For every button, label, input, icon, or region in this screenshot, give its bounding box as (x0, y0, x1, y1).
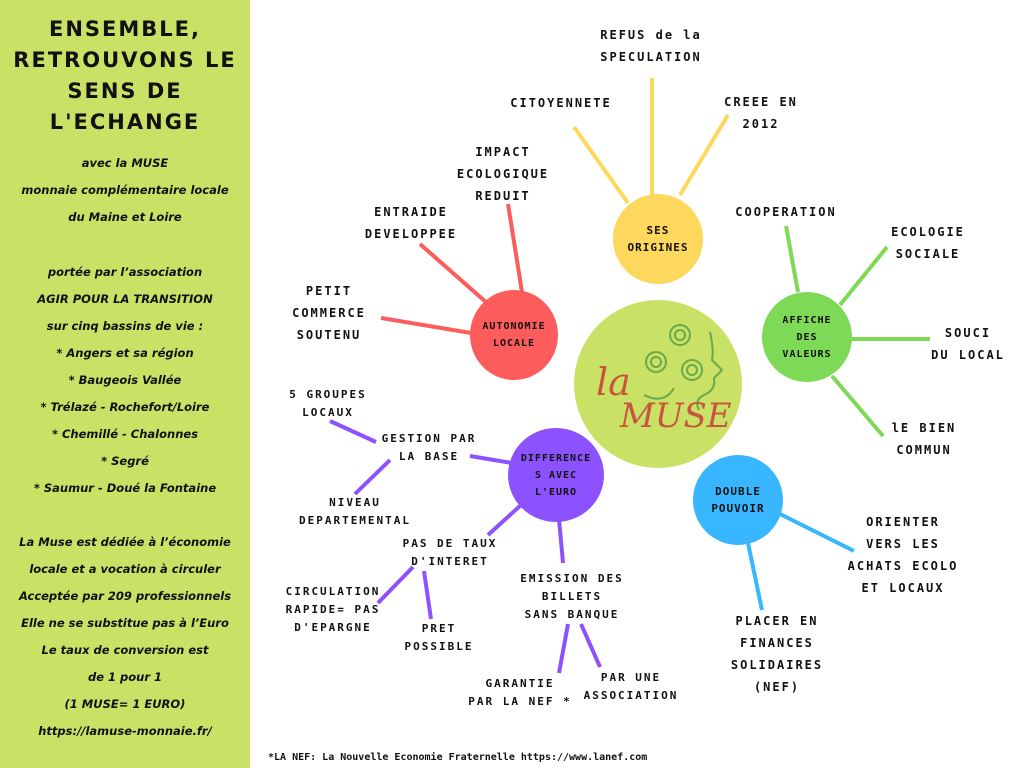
sidebar-line: * Segré (101, 454, 149, 468)
label-orienter-achats: ORIENTER VERS LES ACHATS ECOLO ET LOCAUX (847, 515, 959, 595)
node-ses-origines[interactable]: SES ORIGINES (613, 194, 703, 284)
label-niveau-departemental: NIVEAU DEPARTEMENTAL (298, 496, 412, 527)
logo-muse-text: MUSE (620, 396, 732, 436)
sidebar-line: La Muse est dédiée à l’économie (19, 535, 231, 549)
node-differences-avec-euro[interactable]: DIFFERENCE S AVEC L'EURO (508, 428, 604, 522)
label-gestion-base: GESTION PAR LA BASE (381, 432, 477, 463)
sidebar-line: AGIR POUR LA TRANSITION (37, 292, 213, 306)
sidebar-line: * Baugeois Vallée (68, 373, 182, 387)
sidebar-line: * Saumur - Doué la Fontaine (33, 481, 217, 495)
footnote-nef: *LA NEF: La Nouvelle Economie Fraternell… (268, 752, 648, 763)
logo-la-text: la (596, 360, 631, 404)
node-double-pouvoir[interactable]: DOUBLE POUVOIR (693, 455, 783, 545)
sidebar-line: avec la MUSE (81, 156, 169, 170)
poster-title: ENSEMBLE, RETROUVONS LE SENS DE L'ECHANG… (13, 17, 237, 134)
sidebar-line: monnaie complémentaire locale (21, 183, 229, 197)
sidebar-line: (1 MUSE= 1 EURO) (64, 697, 186, 711)
node-autonomie-locale[interactable]: AUTONOMIE LOCALE (470, 290, 558, 380)
sidebar-line: Acceptée par 209 professionnels (18, 589, 232, 603)
sidebar-line: * Angers et sa région (56, 346, 194, 360)
label-5-groupes: 5 GROUPES LOCAUX (289, 388, 367, 419)
label-citoyennete: CITOYENNETE (510, 96, 612, 110)
label-cooperation: COOPERATION (735, 205, 837, 219)
sidebar-line: * Chemillé - Chalonnes (51, 427, 199, 441)
label-pas-taux-interet: PAS DE TAUX D'INTERET (402, 537, 498, 568)
label-impact-ecologique: IMPACT ECOLOGIQUE REDUIT (456, 145, 550, 203)
sidebar-line: Elle ne se substitue pas à l’Euro (21, 616, 229, 630)
label-garantie-nef: GARANTIE PAR LA NEF * (468, 677, 572, 708)
label-souci-local: SOUCI DU LOCAL (931, 326, 1005, 362)
label-petit-commerce: PETIT COMMERCE SOUTENU (292, 284, 366, 342)
spiral-face-icon (643, 324, 724, 411)
label-bien-commun: lE BIEN COMMUN (891, 421, 957, 457)
sidebar-line: de 1 pour 1 (87, 670, 163, 684)
sidebar-line: Le taux de conversion est (41, 643, 209, 657)
la-muse-logo: la MUSE (574, 300, 742, 468)
sidebar-line: sur cinq bassins de vie : (46, 319, 204, 333)
label-par-association: PAR UNE ASSOCIATION (583, 671, 679, 702)
label-entraide: ENTRAIDE DEVELOPPEE (364, 205, 458, 241)
label-creee-2012: CREEE EN 2012 (724, 95, 798, 131)
sidebar-line: locale et a vocation à circuler (29, 562, 221, 576)
label-refus-speculation: REFUS de la SPECULATION (600, 28, 702, 64)
label-placer-finances: PLACER EN FINANCES SOLIDAIRES (NEF) (730, 614, 824, 694)
website-link[interactable]: https://lamuse-monnaie.fr/ (38, 724, 212, 738)
label-emission-billets: EMISSION DES BILLETS SANS BANQUE (520, 572, 624, 621)
label-pret-possible: PRET POSSIBLE (404, 622, 474, 653)
label-ecologie-sociale: ECOLOGIE SOCIALE (891, 225, 965, 261)
sidebar-panel: ENSEMBLE, RETROUVONS LE SENS DE L'ECHANG… (0, 0, 250, 768)
sidebar-line: * Trélazé - Rochefort/Loire (40, 400, 210, 414)
label-circulation-rapide: CIRCULATION RAPIDE= PAS D'EPARGNE (285, 585, 381, 634)
sidebar-line: portée par l’association (47, 265, 203, 279)
sidebar-line: du Maine et Loire (68, 210, 182, 224)
node-affiche-des-valeurs[interactable]: AFFICHE DES VALEURS (762, 292, 852, 382)
